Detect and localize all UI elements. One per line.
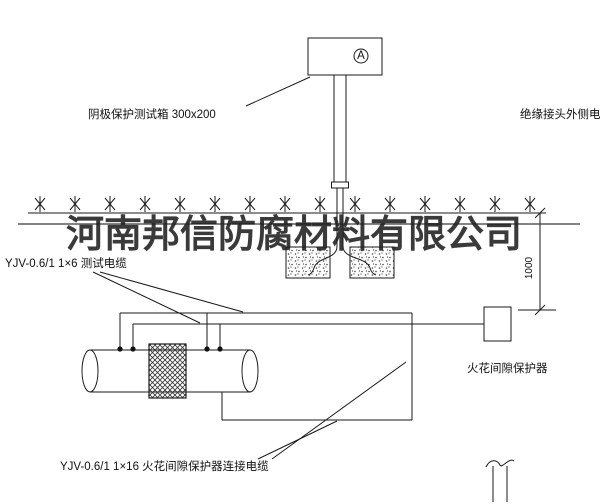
- spark-gap-protector-box: [483, 306, 512, 342]
- pipe-end-right: [241, 349, 259, 393]
- pipe-continuation-symbol: [485, 459, 515, 502]
- conduit-coupling: [331, 181, 349, 189]
- test-box-leader-line: [245, 76, 311, 107]
- outer-cable-label: 绝缘接头外侧电缆: [520, 107, 600, 121]
- company-watermark: 河南邦信防腐材料有限公司: [66, 214, 522, 256]
- ground-marks: [34, 195, 536, 213]
- conduit-riser: [331, 75, 349, 246]
- cathodic-test-box: [307, 37, 383, 76]
- test-cable-label: YJV-0.6/1 1×6 测试电缆: [5, 257, 127, 270]
- dimension-tick-top: [534, 207, 546, 219]
- spark-gap-cable-label: YJV-0.6/1 1×16 火花间隙保护器连接电缆: [60, 459, 269, 473]
- cable-weld-dots: [117, 346, 223, 352]
- concrete-marker-left: [285, 246, 331, 279]
- insulating-joint: [148, 343, 187, 399]
- cable-drop-left: [307, 245, 338, 276]
- cable-routing: [119, 312, 484, 421]
- depth-dimension: [518, 207, 556, 316]
- spark-gap-cable-leaders: [257, 361, 407, 460]
- meter-letter: A: [357, 50, 365, 62]
- spark-gap-protector-label: 火花间隙保护器: [467, 361, 548, 375]
- concrete-markers: [285, 245, 395, 279]
- test-box-label: 阴极保护测试箱 300x200: [88, 107, 216, 121]
- pipeline: [81, 343, 259, 399]
- test-cable-leaders: [92, 271, 244, 324]
- cable-drop-right: [342, 245, 377, 276]
- pipe-end-left: [81, 349, 99, 393]
- meter-symbol-circle: [353, 48, 369, 64]
- dimension-value: 1000: [524, 256, 535, 279]
